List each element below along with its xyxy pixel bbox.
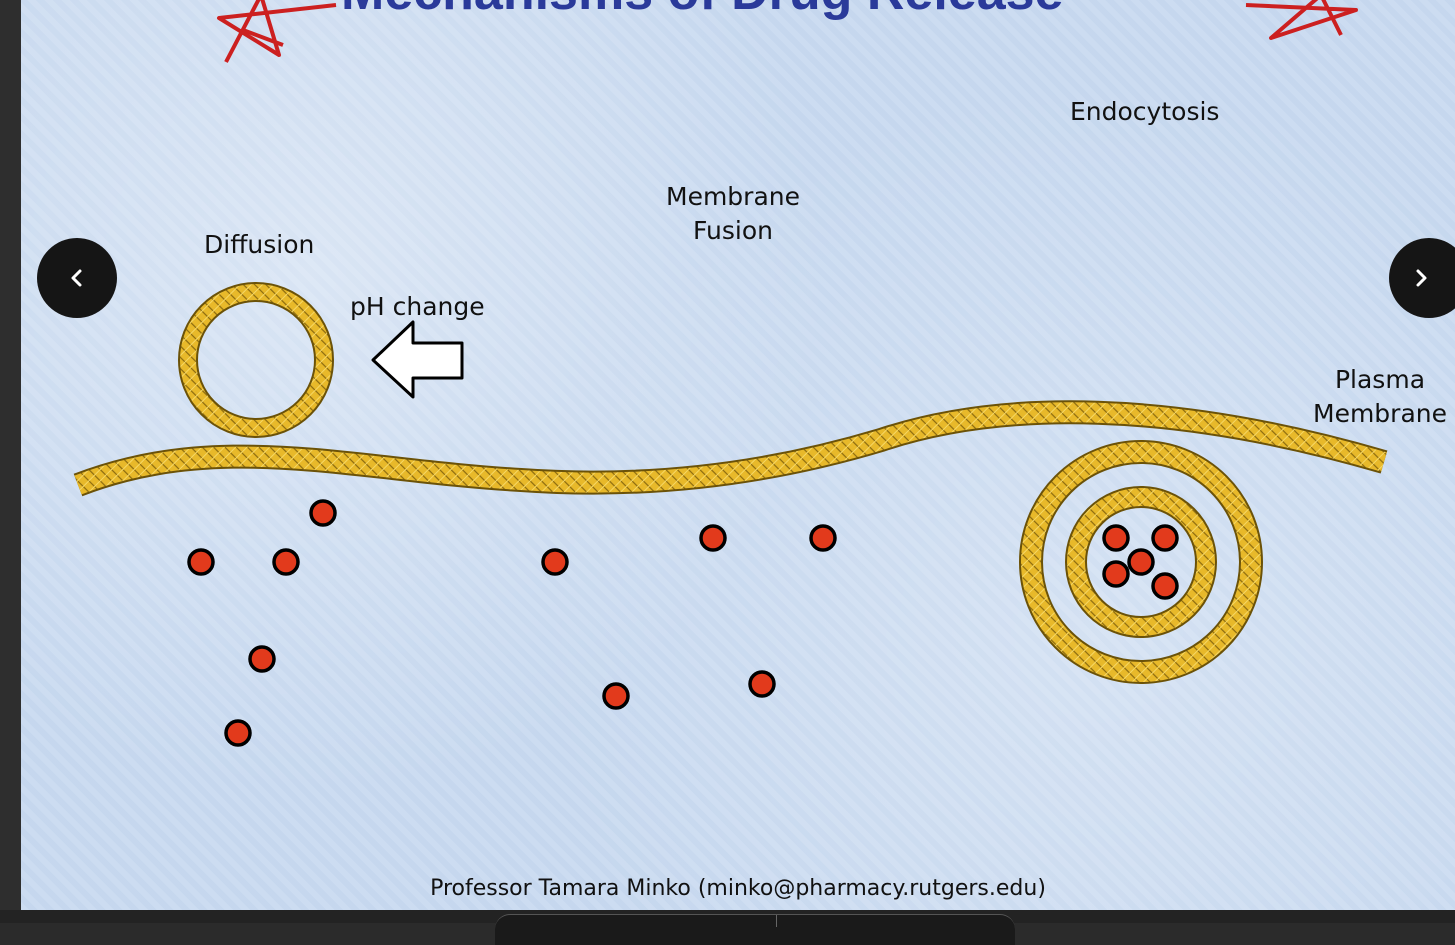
label-membrane-fusion-line2: Fusion [693,216,773,245]
label-ph-change: pH change [350,292,485,321]
drug-molecule [224,719,252,747]
plasma-membrane-texture [74,402,1387,495]
drug-molecule [1102,524,1130,552]
toolbar-divider [776,915,777,927]
label-plasma-membrane-line2: Membrane [1313,399,1447,428]
label-diffusion: Diffusion [204,230,315,259]
drug-molecule [809,524,837,552]
label-plasma-membrane: Plasma Membrane [1310,363,1450,431]
drug-molecule [309,499,337,527]
drug-molecule [187,548,215,576]
previous-slide-button[interactable] [37,238,117,318]
diffusion-liposome-texture [180,284,332,436]
label-membrane-fusion: Membrane Fusion [653,180,813,248]
star-decoration-right [1245,0,1358,40]
drug-molecule [541,548,569,576]
drug-molecule [602,682,630,710]
label-endocytosis: Endocytosis [1070,97,1220,126]
drug-molecule [1127,548,1155,576]
label-plasma-membrane-line1: Plasma [1334,365,1426,394]
drug-molecule [248,645,276,673]
slide-title: Mechanisms of Drug Release [341,0,1063,22]
star-decoration-left [217,0,337,63]
drug-release-diagram [73,0,1388,747]
left-edge-strip [0,0,21,923]
label-membrane-fusion-line1: Membrane [666,182,800,211]
slide-footer: Professor Tamara Minko (minko@pharmacy.r… [430,876,1046,901]
next-slide-button[interactable] [1389,238,1455,318]
ph-change-arrow [371,320,464,399]
slide-canvas: Mechanisms of Drug Release [21,0,1455,910]
drug-molecule [272,548,300,576]
drug-molecule [1151,572,1179,600]
chevron-left-icon [71,269,82,287]
drug-molecule [1151,524,1179,552]
endosome-outer-texture [1021,442,1261,682]
drug-molecule [1102,560,1130,588]
endosome-inner-texture [1067,488,1215,636]
bottom-toolbar[interactable] [495,914,1015,945]
drug-molecule [748,670,776,698]
chevron-right-icon [1416,269,1427,287]
drug-molecule [699,524,727,552]
